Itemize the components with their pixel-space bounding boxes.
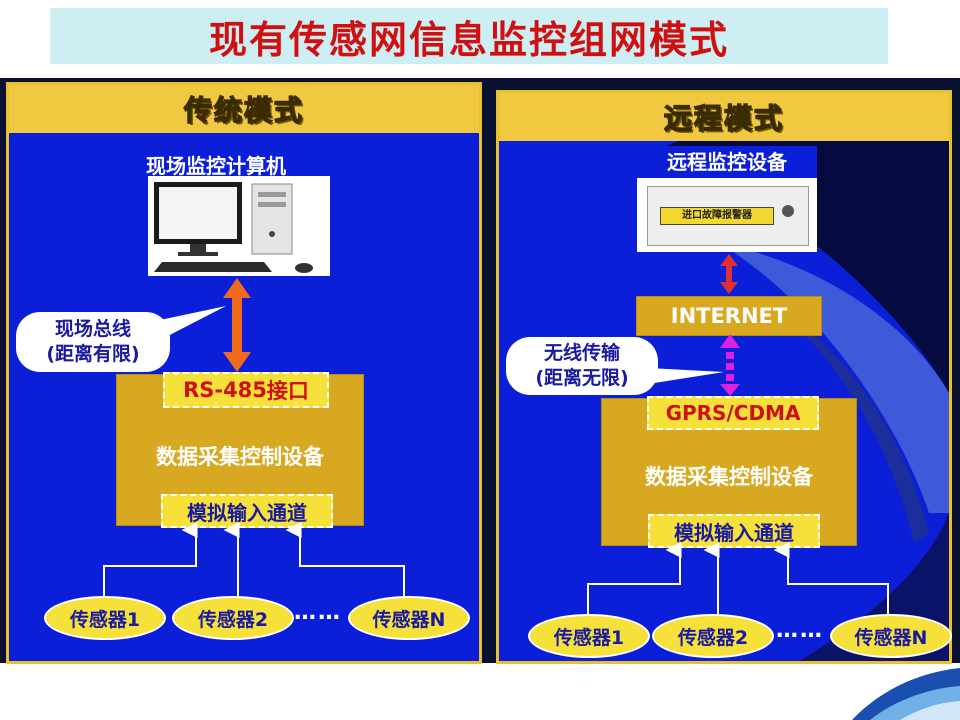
traditional-mode-title: 传统模式 xyxy=(183,93,304,127)
left-channel-label: 模拟输入通道 xyxy=(187,500,307,525)
left-sensor-2: 传感器2 xyxy=(172,596,294,640)
right-sensor-2: 传感器2 xyxy=(652,614,774,658)
wireless-callout-line1: 无线传输 xyxy=(543,342,620,364)
right-device-label: 数据采集控制设备 xyxy=(645,465,813,489)
left-sensor-2-label: 传感器2 xyxy=(197,608,269,631)
remote-mode-header: 远程模式 xyxy=(499,93,949,141)
right-channel-label: 模拟输入通道 xyxy=(674,520,794,545)
remote-mode-title: 远程模式 xyxy=(663,101,784,135)
device-knob-icon xyxy=(782,205,794,217)
left-analog-input-channel: 模拟输入通道 xyxy=(161,494,333,528)
left-sensor-1: 传感器1 xyxy=(44,596,166,640)
left-sensor-1-label: 传感器1 xyxy=(69,608,141,631)
remote-monitor-device-icon: 进口故障报警器 xyxy=(647,186,809,246)
right-sensor-2-label: 传感器2 xyxy=(677,626,749,649)
remote-monitor-card: 远程监控设备 进口故障报警器 xyxy=(637,146,817,252)
fieldbus-callout-line1: 现场总线 xyxy=(54,318,131,340)
right-sensor-1-label: 传感器1 xyxy=(553,626,625,649)
remote-monitor-label: 远程监控设备 xyxy=(637,146,817,178)
fieldbus-callout: 现场总线 (距离有限) xyxy=(16,312,170,372)
left-device-label: 数据采集控制设备 xyxy=(156,445,324,469)
right-sensor-n: 传感器N xyxy=(830,614,952,658)
computer-icon xyxy=(154,182,313,273)
page-title: 现有传感网信息监控组网模式 xyxy=(208,16,729,62)
onsite-computer-image xyxy=(148,176,330,276)
traditional-mode-header: 传统模式 xyxy=(9,85,479,133)
rs485-label: RS-485 xyxy=(183,378,267,402)
right-sensor-1: 传感器1 xyxy=(528,614,650,658)
gprs-cdma-label: GPRS/CDMA xyxy=(665,401,801,425)
internet-box: INTERNET xyxy=(636,296,822,336)
onsite-computer-label: 现场监控计算机 xyxy=(146,154,286,178)
left-sensor-n: 传感器N xyxy=(348,596,470,640)
wireless-callout: 无线传输 (距离无限) xyxy=(506,337,658,395)
right-sensor-ellipsis: …… xyxy=(776,618,824,643)
title-bar: 现有传感网信息监控组网模式 xyxy=(50,8,888,64)
fieldbus-callout-line2: (距离有限) xyxy=(46,343,140,365)
left-sensor-ellipsis: …… xyxy=(294,600,342,625)
right-analog-input-channel: 模拟输入通道 xyxy=(648,514,820,548)
right-sensor-n-label: 传感器N xyxy=(854,626,928,649)
left-sensor-n-label: 传感器N xyxy=(372,608,446,631)
internet-label: INTERNET xyxy=(670,304,788,328)
alarm-display-panel: 进口故障报警器 xyxy=(660,207,774,225)
gprs-cdma-interface-tag: GPRS/CDMA xyxy=(647,396,819,430)
interface-suffix-label: 接口 xyxy=(266,379,309,403)
wireless-callout-line2: (距离无限) xyxy=(535,367,629,389)
